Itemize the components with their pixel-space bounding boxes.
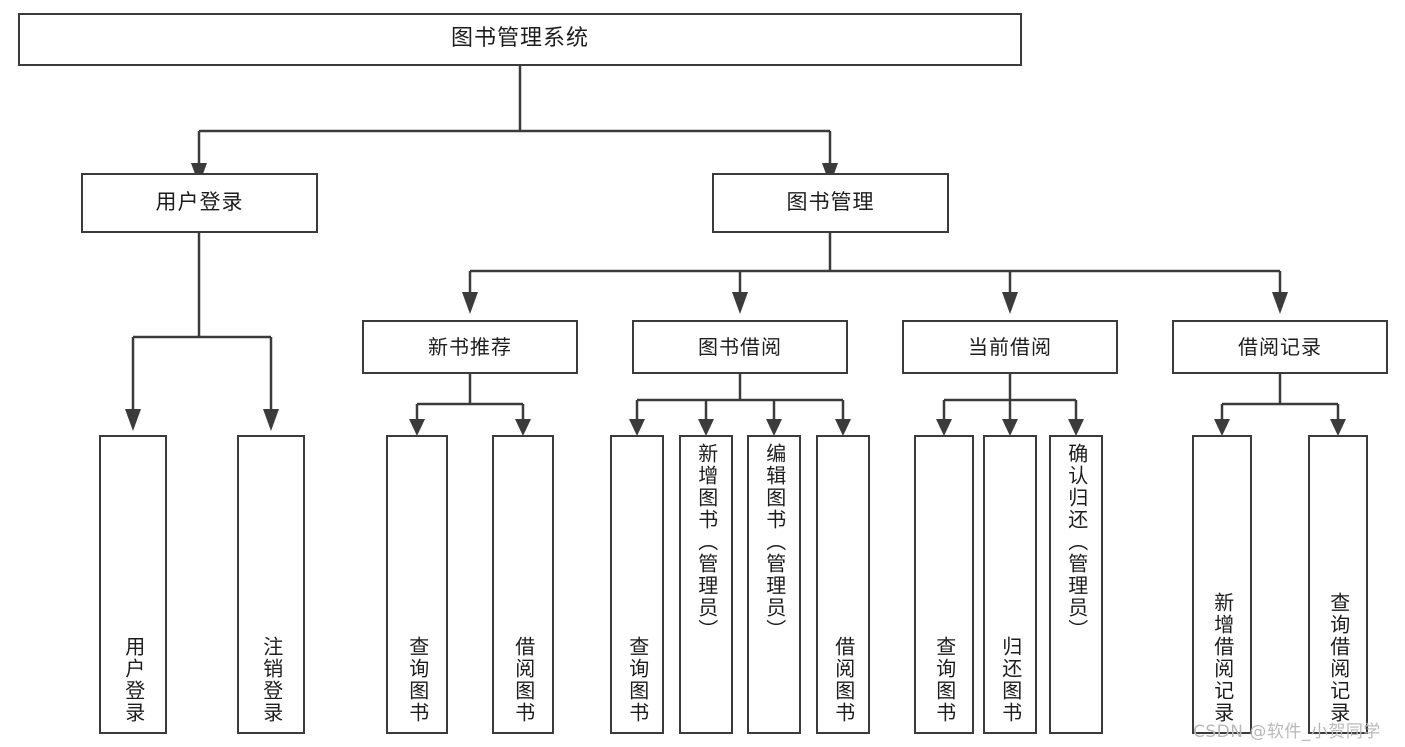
node-root-label: 图书管理系统 (450, 26, 589, 52)
leaf-borrow-edit-book-label: 编辑图书（管理员） (762, 443, 787, 641)
node-book-borrow-label: 图书借阅 (698, 335, 782, 359)
node-user-login[interactable]: 用户登录 (81, 173, 318, 233)
leaf-recommend-borrow-book[interactable]: 借阅图书 (492, 435, 554, 734)
node-current-borrow[interactable]: 当前借阅 (902, 320, 1118, 374)
leaf-user-login-login-label: 用户登录 (121, 636, 146, 724)
leaf-borrow-borrow-book[interactable]: 借阅图书 (816, 435, 870, 734)
leaf-recommend-query-book-label: 查询图书 (405, 636, 430, 724)
leaf-user-login-logout[interactable]: 注销登录 (237, 435, 305, 734)
leaf-user-login-login[interactable]: 用户登录 (99, 435, 167, 734)
leaf-user-login-logout-label: 注销登录 (259, 636, 284, 724)
leaf-recommend-query-book[interactable]: 查询图书 (386, 435, 448, 734)
leaf-borrow-query-book-label: 查询图书 (625, 636, 650, 724)
leaf-current-return-book[interactable]: 归还图书 (983, 435, 1037, 734)
leaf-borrow-add-book-label: 新增图书（管理员） (694, 443, 719, 641)
leaf-current-confirm-return[interactable]: 确认归还（管理员） (1049, 435, 1103, 734)
node-user-login-label: 用户登录 (155, 190, 244, 215)
leaf-current-query-book-label: 查询图书 (932, 636, 957, 724)
node-book-management[interactable]: 图书管理 (712, 173, 949, 233)
leaf-current-return-book-label: 归还图书 (998, 636, 1023, 724)
leaf-borrow-borrow-book-label: 借阅图书 (831, 636, 856, 724)
leaf-record-query-record-label: 查询借阅记录 (1326, 592, 1351, 724)
node-borrow-record-label: 借阅记录 (1238, 335, 1322, 359)
node-root[interactable]: 图书管理系统 (18, 13, 1022, 66)
leaf-recommend-borrow-book-label: 借阅图书 (511, 636, 536, 724)
leaf-current-confirm-return-label: 确认归还（管理员） (1064, 443, 1089, 641)
node-new-book-recommend-label: 新书推荐 (428, 335, 512, 359)
node-new-book-recommend[interactable]: 新书推荐 (362, 320, 578, 374)
node-borrow-record[interactable]: 借阅记录 (1172, 320, 1388, 374)
leaf-record-query-record[interactable]: 查询借阅记录 (1308, 435, 1368, 734)
node-book-management-label: 图书管理 (786, 190, 875, 215)
leaf-borrow-add-book[interactable]: 新增图书（管理员） (679, 435, 733, 734)
leaf-record-add-record[interactable]: 新增借阅记录 (1192, 435, 1252, 734)
node-current-borrow-label: 当前借阅 (968, 335, 1052, 359)
node-book-borrow[interactable]: 图书借阅 (632, 320, 848, 374)
watermark: CSDN @软件_小贺同学 (1193, 722, 1381, 742)
leaf-borrow-edit-book[interactable]: 编辑图书（管理员） (747, 435, 801, 734)
leaf-current-query-book[interactable]: 查询图书 (914, 435, 974, 734)
leaf-record-add-record-label: 新增借阅记录 (1210, 592, 1235, 724)
leaf-borrow-query-book[interactable]: 查询图书 (610, 435, 664, 734)
